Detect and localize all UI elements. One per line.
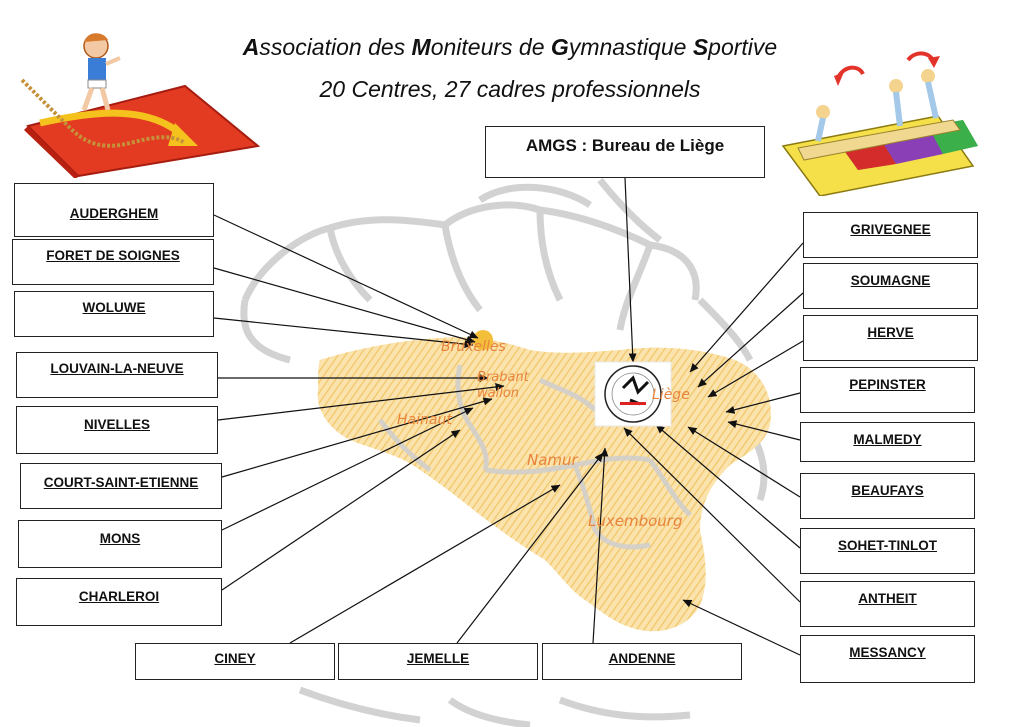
title-word-3: portive (708, 34, 778, 60)
region-label-luxembourg: Luxembourg (588, 512, 683, 530)
page-subtitle: 20 Centres, 27 cadres professionnels (319, 76, 701, 102)
centre-box-court-saint-etienne: COURT-SAINT-ETIENNE (20, 463, 222, 509)
amgs-logo (594, 361, 672, 427)
title-initial-1: M (411, 34, 431, 60)
neighbour-borders (240, 177, 768, 727)
centre-box-soumagne: SOUMAGNE (803, 263, 978, 309)
centre-box-pepinster: PEPINSTER (800, 367, 975, 413)
title-initial-0: A (242, 34, 260, 60)
region-label-liege: Liège (652, 387, 690, 403)
province-borders (378, 364, 692, 550)
centre-box-antheit: ANTHEIT (800, 581, 975, 627)
headquarters-box: AMGS : Bureau de Liège (485, 126, 765, 178)
centre-box-foret-de-soignes: FORET DE SOIGNES (12, 239, 214, 285)
centre-box-charleroi: CHARLEROI (16, 578, 222, 626)
centre-box-auderghem: AUDERGHEM (14, 183, 214, 237)
title-word-0: ssociation des (259, 34, 412, 60)
beam-children-illustration (781, 51, 978, 196)
page-title: Association des Moniteurs de Gymnastique… (150, 34, 870, 61)
centre-box-nivelles: NIVELLES (16, 406, 218, 454)
centre-box-louvain-la-neuve: LOUVAIN-LA-NEUVE (16, 352, 218, 398)
title-word-2: ymnastique (568, 34, 693, 60)
region-label-brabant-2: wallon (477, 386, 520, 401)
centre-box-andenne: ANDENNE (542, 643, 742, 680)
title-initial-3: S (692, 34, 709, 60)
centre-box-ciney: CINEY (135, 643, 335, 680)
region-label-namur: Namur (527, 451, 578, 469)
centre-box-malmedy: MALMEDY (800, 422, 975, 462)
title-initial-2: G (550, 34, 569, 60)
centre-box-mons: MONS (18, 520, 222, 568)
centre-box-grivegnee: GRIVEGNEE (803, 212, 978, 258)
region-label-brabant-1: Brabant (477, 370, 529, 385)
region-label-bruxelles: Bruxelles (441, 339, 506, 355)
centre-box-messancy: MESSANCY (800, 635, 975, 683)
centre-box-herve: HERVE (803, 315, 978, 361)
title-word-1: oniteurs de (430, 34, 551, 60)
centre-box-jemelle: JEMELLE (338, 643, 538, 680)
centre-box-beaufays: BEAUFAYS (800, 473, 975, 519)
centre-box-woluwe: WOLUWE (14, 291, 214, 337)
gym-mat-child-illustration (20, 33, 260, 178)
region-label-hainaut: Hainaut (397, 412, 452, 428)
connector-arrows (213, 177, 804, 656)
centre-box-sohet-tinlot: SOHET-TINLOT (800, 528, 975, 574)
